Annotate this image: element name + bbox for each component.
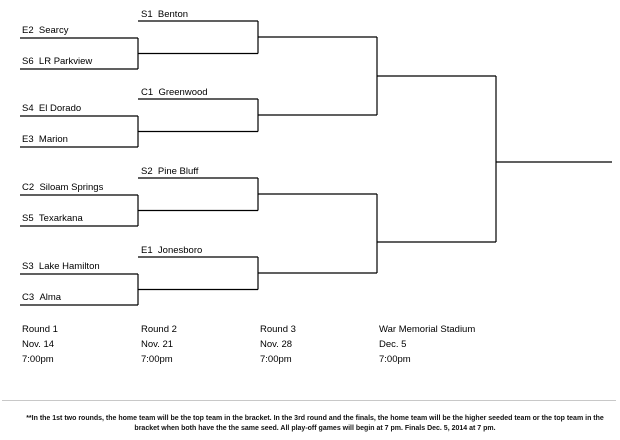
team-name: Jonesboro (157, 245, 203, 256)
team-label: C2 Siloam Springs (22, 182, 103, 193)
team-seed: S6 (22, 56, 34, 67)
round-date: Nov. 14 (22, 339, 55, 350)
team-name: Alma (39, 292, 62, 303)
team-label: S6 LR Parkview (22, 56, 92, 67)
round-name: War Memorial Stadium (379, 324, 476, 335)
team-label: S5 Texarkana (22, 213, 83, 224)
team-name: Benton (157, 9, 189, 20)
team-label: E3 Marion (22, 134, 68, 145)
round-name: Round 2 (141, 324, 177, 335)
team-name: Lake Hamilton (38, 261, 100, 272)
round-schedule: Round 3 Nov. 28 7:00pm (260, 322, 296, 367)
team-label: S2 Pine Bluff (141, 166, 198, 177)
team-seed: C1 (141, 87, 154, 98)
team-seed: S4 (22, 103, 34, 114)
round-time: 7:00pm (260, 354, 292, 365)
team-seed: S3 (22, 261, 34, 272)
team-seed: C2 (22, 182, 35, 193)
team-label: E1 Jonesboro (141, 245, 202, 256)
team-seed: S2 (141, 166, 153, 177)
round-time: 7:00pm (22, 354, 54, 365)
round-schedule: Round 1 Nov. 14 7:00pm (22, 322, 58, 367)
team-label: C1 Greenwood (141, 87, 208, 98)
team-name: Siloam Springs (39, 182, 104, 193)
team-label: S4 El Dorado (22, 103, 81, 114)
team-seed: S5 (22, 213, 34, 224)
bracket-lines (20, 20, 612, 306)
team-label: S1 Benton (141, 9, 188, 20)
team-name: Searcy (38, 25, 69, 36)
team-name: Texarkana (38, 213, 83, 224)
round-time: 7:00pm (379, 354, 411, 365)
team-name: LR Parkview (38, 56, 93, 67)
team-name: Marion (38, 134, 68, 145)
team-name: El Dorado (38, 103, 82, 114)
round-date: Nov. 28 (260, 339, 293, 350)
team-seed: E2 (22, 25, 34, 36)
round-schedule: War Memorial Stadium Dec. 5 7:00pm (379, 322, 475, 367)
round-date: Dec. 5 (379, 339, 407, 350)
round-schedule: Round 2 Nov. 21 7:00pm (141, 322, 177, 367)
team-seed: E1 (141, 245, 153, 256)
team-label: E2 Searcy (22, 25, 68, 36)
team-seed: S1 (141, 9, 153, 20)
footer-divider (2, 400, 616, 439)
team-label: S3 Lake Hamilton (22, 261, 100, 272)
round-date: Nov. 21 (141, 339, 174, 350)
round-name: Round 3 (260, 324, 296, 335)
round-time: 7:00pm (141, 354, 173, 365)
team-name: Pine Bluff (157, 166, 199, 177)
team-seed: E3 (22, 134, 34, 145)
team-name: Greenwood (158, 87, 208, 98)
round-name: Round 1 (22, 324, 58, 335)
footnote: **In the 1st two rounds, the home team w… (26, 415, 604, 432)
team-label: C3 Alma (22, 292, 61, 303)
team-seed: C3 (22, 292, 35, 303)
